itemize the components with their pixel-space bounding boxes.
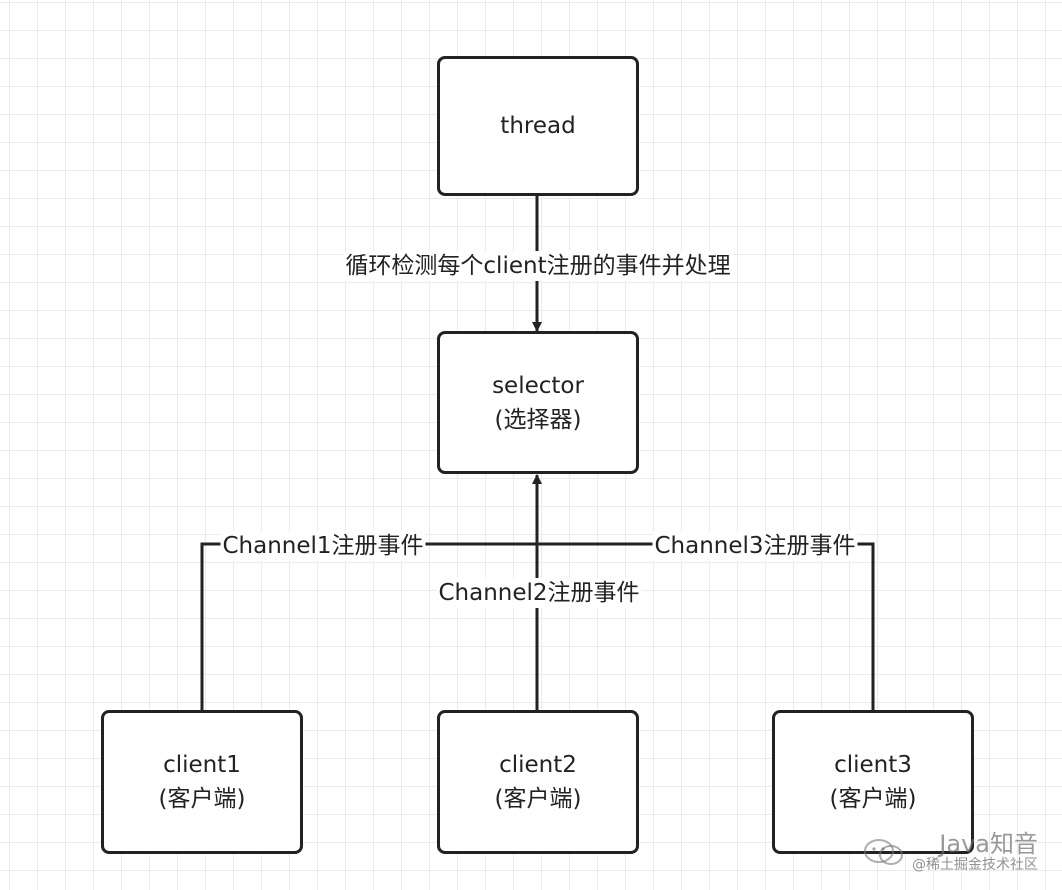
selector-node: selector (选择器): [437, 331, 639, 474]
client1-node-sublabel: (客户端): [158, 786, 246, 812]
watermark: Java知音 @稀土掘金技术社区: [862, 832, 1038, 872]
watermark-credit: @稀土掘金技术社区: [912, 857, 1038, 873]
client2-node-label: client2: [499, 752, 577, 778]
thread-node: thread: [437, 56, 639, 196]
client3-node-label: client3: [834, 752, 912, 778]
edge-label-thread-to-selector: 循环检测每个client注册的事件并处理: [343, 251, 733, 281]
client1-node-label: client1: [163, 752, 241, 778]
client3-node: client3 (客户端): [772, 710, 974, 854]
client2-node-sublabel: (客户端): [494, 786, 582, 812]
watermark-brand: Java知音: [939, 830, 1038, 858]
edge-client1-to-selector: [200, 542, 537, 712]
edge-label-channel3: Channel3注册事件: [652, 531, 858, 561]
edge-client3-to-selector: [537, 542, 875, 712]
wechat-icon: [864, 839, 903, 865]
selector-node-sublabel: (选择器): [494, 406, 582, 433]
client2-node: client2 (客户端): [437, 710, 639, 854]
client3-node-sublabel: (客户端): [829, 786, 917, 812]
edge-label-channel2: Channel2注册事件: [436, 578, 642, 608]
thread-node-label: thread: [500, 113, 576, 139]
edge-label-channel1: Channel1注册事件: [220, 531, 426, 561]
client1-node: client1 (客户端): [101, 710, 303, 854]
selector-node-label: selector: [492, 372, 584, 399]
